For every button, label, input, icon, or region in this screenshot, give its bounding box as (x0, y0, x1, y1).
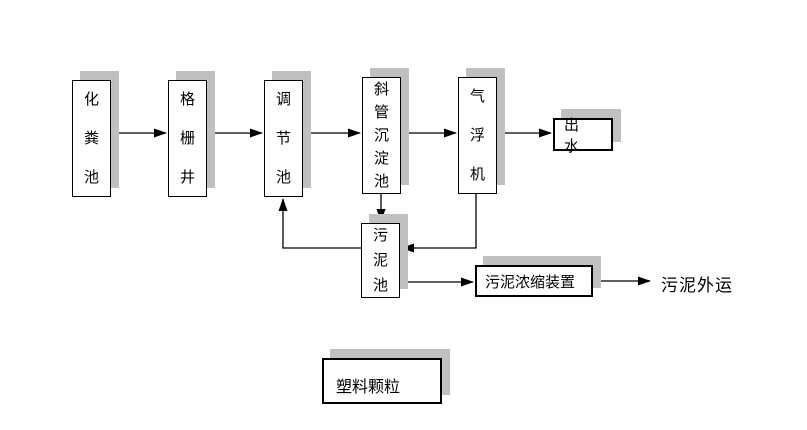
edge-flotation-to-sludge (401, 194, 477, 253)
node-grid-well: 格 栅 井 (168, 80, 207, 197)
node-regulating-tank: 调 节 池 (264, 80, 303, 197)
node-effluent: 出水 (553, 116, 613, 155)
node-inclined-tube-settling-tank: 斜 管 沉 淀 池 (362, 77, 401, 194)
node-septic-tank: 化 粪 池 (72, 80, 111, 197)
node-sludge-tank: 污 泥 池 (361, 223, 400, 298)
label-sludge-outbound: 污泥外运 (661, 276, 733, 296)
node-plastic-granules: 塑料颗粒 (322, 358, 442, 404)
node-air-flotation-machine: 气 浮 机 (458, 77, 497, 194)
edge-sludge-to-regulating (278, 198, 361, 249)
node-sludge-thickening-unit: 污泥浓缩装置 (475, 265, 593, 297)
